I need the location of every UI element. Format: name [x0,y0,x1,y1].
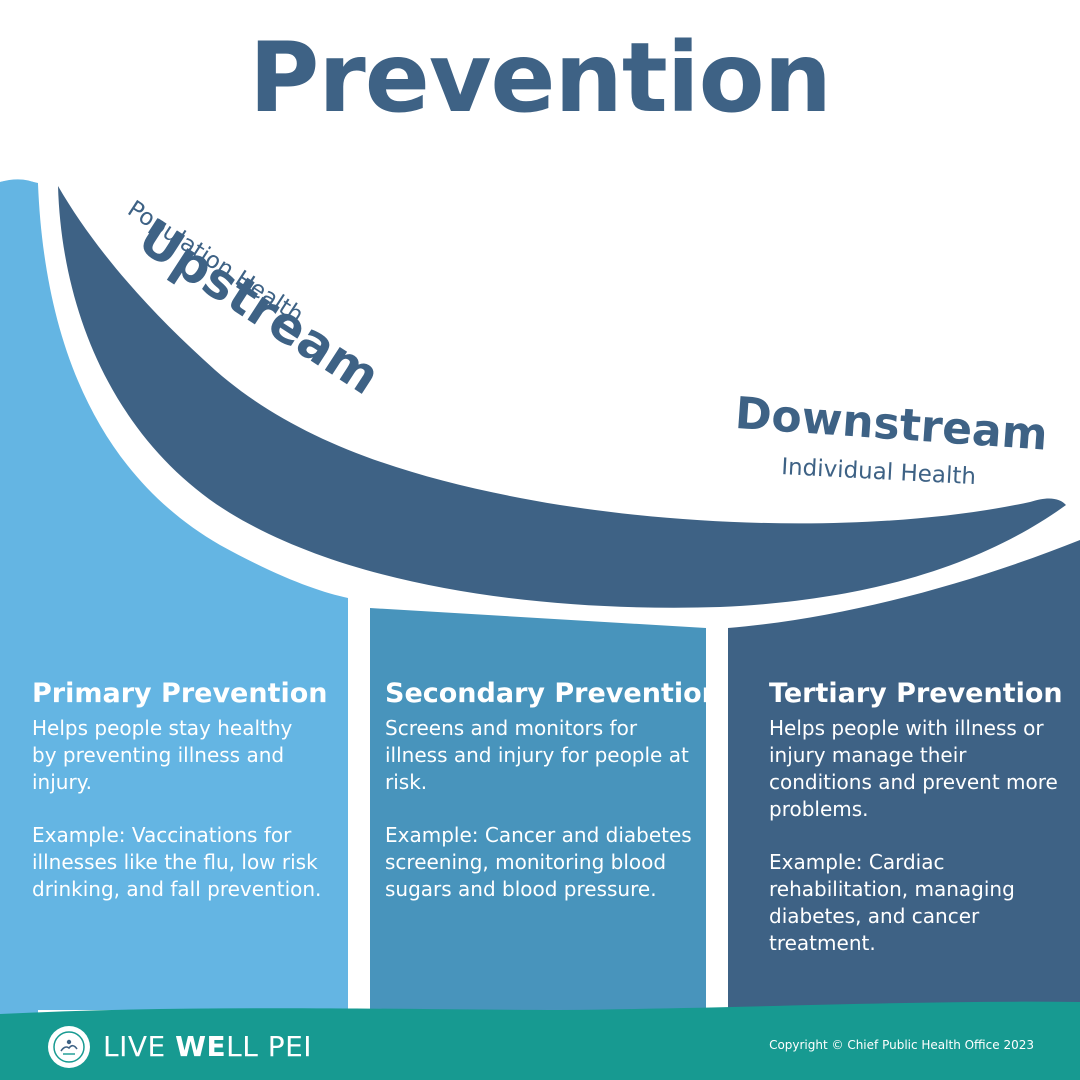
page-title: Prevention [249,22,832,134]
secondary-prevention-example: Example: Cancer and diabetes screening, … [385,823,692,901]
primary-panel-body [0,179,348,1010]
primary-prevention-heading: Primary Prevention [32,678,328,709]
tertiary-prevention-column: Tertiary Prevention Helps people with il… [769,678,1063,983]
brand-live: LIVE [103,1030,176,1063]
secondary-prevention-heading: Secondary Prevention [385,678,721,709]
secondary-prevention-description: Screens and monitors for illness and inj… [385,716,689,794]
secondary-prevention-column: Secondary Prevention Screens and monitor… [385,678,721,929]
tertiary-panel-shape [728,540,1080,1012]
upstream-downstream-curve [58,186,1066,608]
copyright-notice: Copyright © Chief Public Health Office 2… [769,1038,1034,1052]
tertiary-prevention-example: Example: Cardiac rehabilitation, managin… [769,850,1015,955]
primary-prevention-example: Example: Vaccinations for illnesses like… [32,823,322,901]
brand-we: WE [175,1030,227,1063]
brand-rest: LL PEI [226,1030,313,1063]
primary-prevention-description: Helps people stay healthy by preventing … [32,716,293,794]
live-well-pei-brand: LIVE WELL PEI [103,1030,312,1063]
tertiary-prevention-heading: Tertiary Prevention [769,678,1063,709]
footer-band [0,1001,1080,1080]
primary-prevention-column: Primary Prevention Helps people stay hea… [32,678,328,929]
prince-edward-island-seal-icon [48,1026,90,1068]
seal-graphic [53,1031,85,1063]
secondary-panel-shape [370,608,706,1012]
tertiary-prevention-description: Helps people with illness or injury mana… [769,716,1058,821]
